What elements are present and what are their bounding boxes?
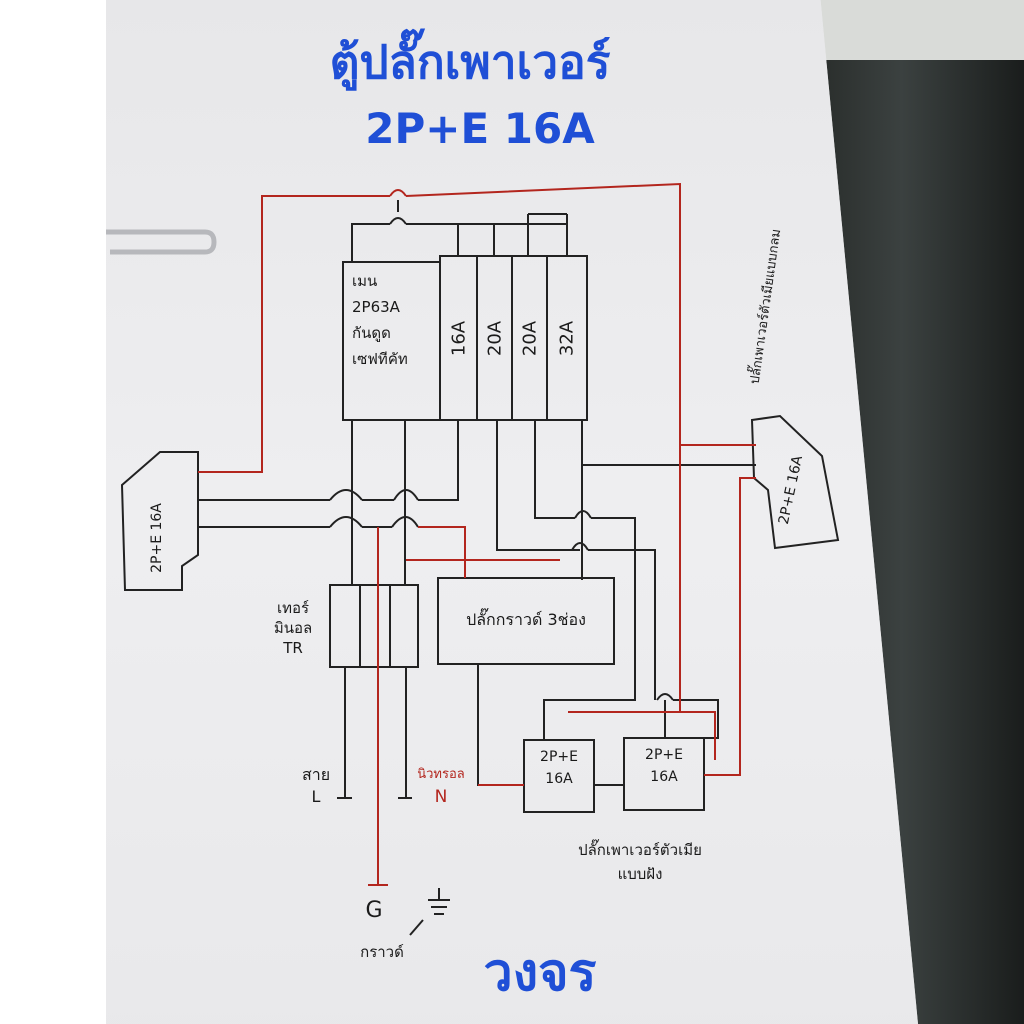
top-bus: [351, 223, 390, 262]
bottom-socket-1-label-line: 16A: [545, 771, 573, 787]
terminal-block-label-line: มินอล: [273, 619, 313, 637]
main-breaker-label-line: 2P63A: [352, 298, 400, 316]
main-breaker-label-line: เซฟทีคัท: [352, 350, 408, 368]
socket-left-label: 2P+E 16A: [149, 503, 165, 573]
title-line-1: ตู้ปลั๊กเพาเวอร์: [329, 35, 611, 89]
neutral-label-line: นิวทรอล: [417, 767, 465, 782]
bottom-socket-2-label: 2P+E 16A: [626, 744, 702, 788]
paper-clip-icon: [106, 229, 217, 255]
background-photo-top: [820, 0, 1024, 60]
breaker-label-32a: 32A: [556, 320, 578, 357]
line-label-line: L: [311, 787, 321, 806]
socket-left-shape: [120, 451, 199, 591]
bottom-socket-2-label-line: 2P+E: [645, 747, 683, 763]
ground-socket-label: ปลั๊กกราวด์ 3ช่อง: [466, 610, 586, 629]
breaker-label-20a-1: 20A: [484, 320, 506, 357]
socket-right-shape: [750, 414, 840, 550]
terminal-block-label-line: TR: [283, 639, 303, 657]
background-left-margin: [0, 0, 108, 1024]
bottom-socket-2-label-line: 16A: [650, 769, 678, 785]
ground-letter: G: [365, 898, 383, 923]
ground-word: กราวด์: [360, 943, 404, 961]
bottom-socket-note: ปลั๊กเพาเวอร์ตัวเมีย แบบฝัง: [540, 838, 740, 886]
bottom-socket-1-label: 2P+E 16A: [526, 746, 592, 790]
bottom-socket-note-line: แบบฝัง: [617, 865, 663, 883]
main-breaker-label-line: กันดูด: [352, 324, 391, 342]
terminal-block-label: เทอร์ มินอล TR: [256, 598, 330, 658]
ground-socket-box: [437, 577, 615, 665]
neutral-label: นิวทรอล N: [406, 764, 476, 808]
terminal-block-box: [329, 584, 419, 668]
terminal-block-label-line: เทอร์: [276, 599, 310, 617]
line-label-line: สาย: [301, 765, 331, 784]
title-line-2: 2P+E 16A: [365, 104, 595, 153]
paper-shading: [106, 0, 918, 1024]
breaker-label-16a: 16A: [448, 320, 470, 357]
footer-title: วงจร: [483, 943, 597, 1003]
main-breaker-label-line: เมน: [352, 272, 378, 290]
bottom-socket-note-line: ปลั๊กเพาเวอร์ตัวเมีย: [578, 841, 702, 859]
breaker-label-20a-2: 20A: [519, 320, 541, 357]
bottom-socket-1-label-line: 2P+E: [540, 749, 578, 765]
neutral-label-line: N: [434, 787, 448, 807]
main-breaker-label: เมน 2P63A กันดูด เซฟทีคัท: [352, 268, 436, 372]
bottom-socket-1-box: [523, 739, 595, 813]
line-label: สาย L: [286, 764, 346, 808]
